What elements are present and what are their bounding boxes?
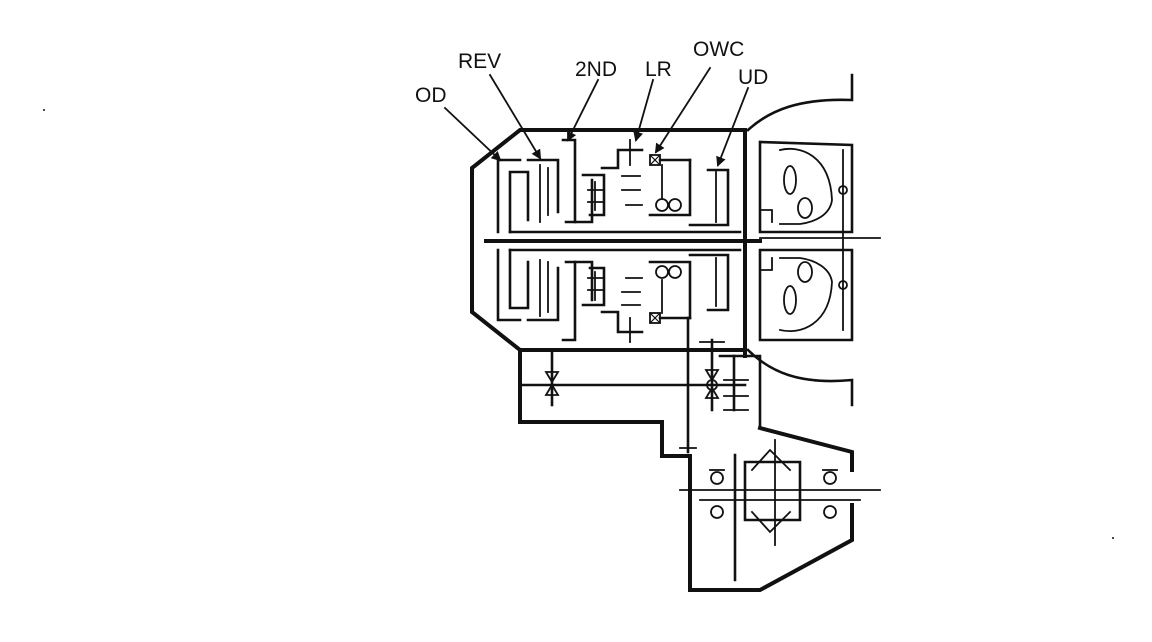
bearing-rollers-upper [648,158,692,217]
differential-gears [733,439,802,582]
front-planetary-upper [581,173,606,217]
second-brake-upper [561,138,594,224]
od-clutch-upper [496,158,541,234]
owc-upper [649,154,692,199]
label-od: OD [415,84,447,107]
label-rev: REV [458,50,501,73]
front-planetary-lower [581,266,606,307]
lr-brake-upper [600,139,644,206]
od-clutch-lower [496,248,541,322]
owc-lower [649,279,692,324]
torque-converter [746,73,854,407]
second-brake-lower [561,260,594,342]
differential-housing [679,348,881,592]
rev-clutch-lower [526,261,560,322]
label-owc: OWC [693,38,744,61]
lr-brake-lower [600,277,644,343]
label-2nd: 2ND [575,58,617,81]
transfer-drive-gear [699,338,725,412]
label-lr: LR [645,58,672,81]
ud-clutch-upper [688,168,730,227]
rev-clutch-upper [526,158,560,216]
ud-clutch-lower [688,253,730,312]
leader-lines [443,66,750,167]
stray-dot [43,109,45,111]
main-shaft [484,237,881,243]
diff-bearings [709,469,838,519]
label-ud: UD [738,66,768,89]
bearing-rollers-lower [648,260,692,320]
idler-shaft [679,316,762,454]
stray-dot [1112,537,1114,539]
